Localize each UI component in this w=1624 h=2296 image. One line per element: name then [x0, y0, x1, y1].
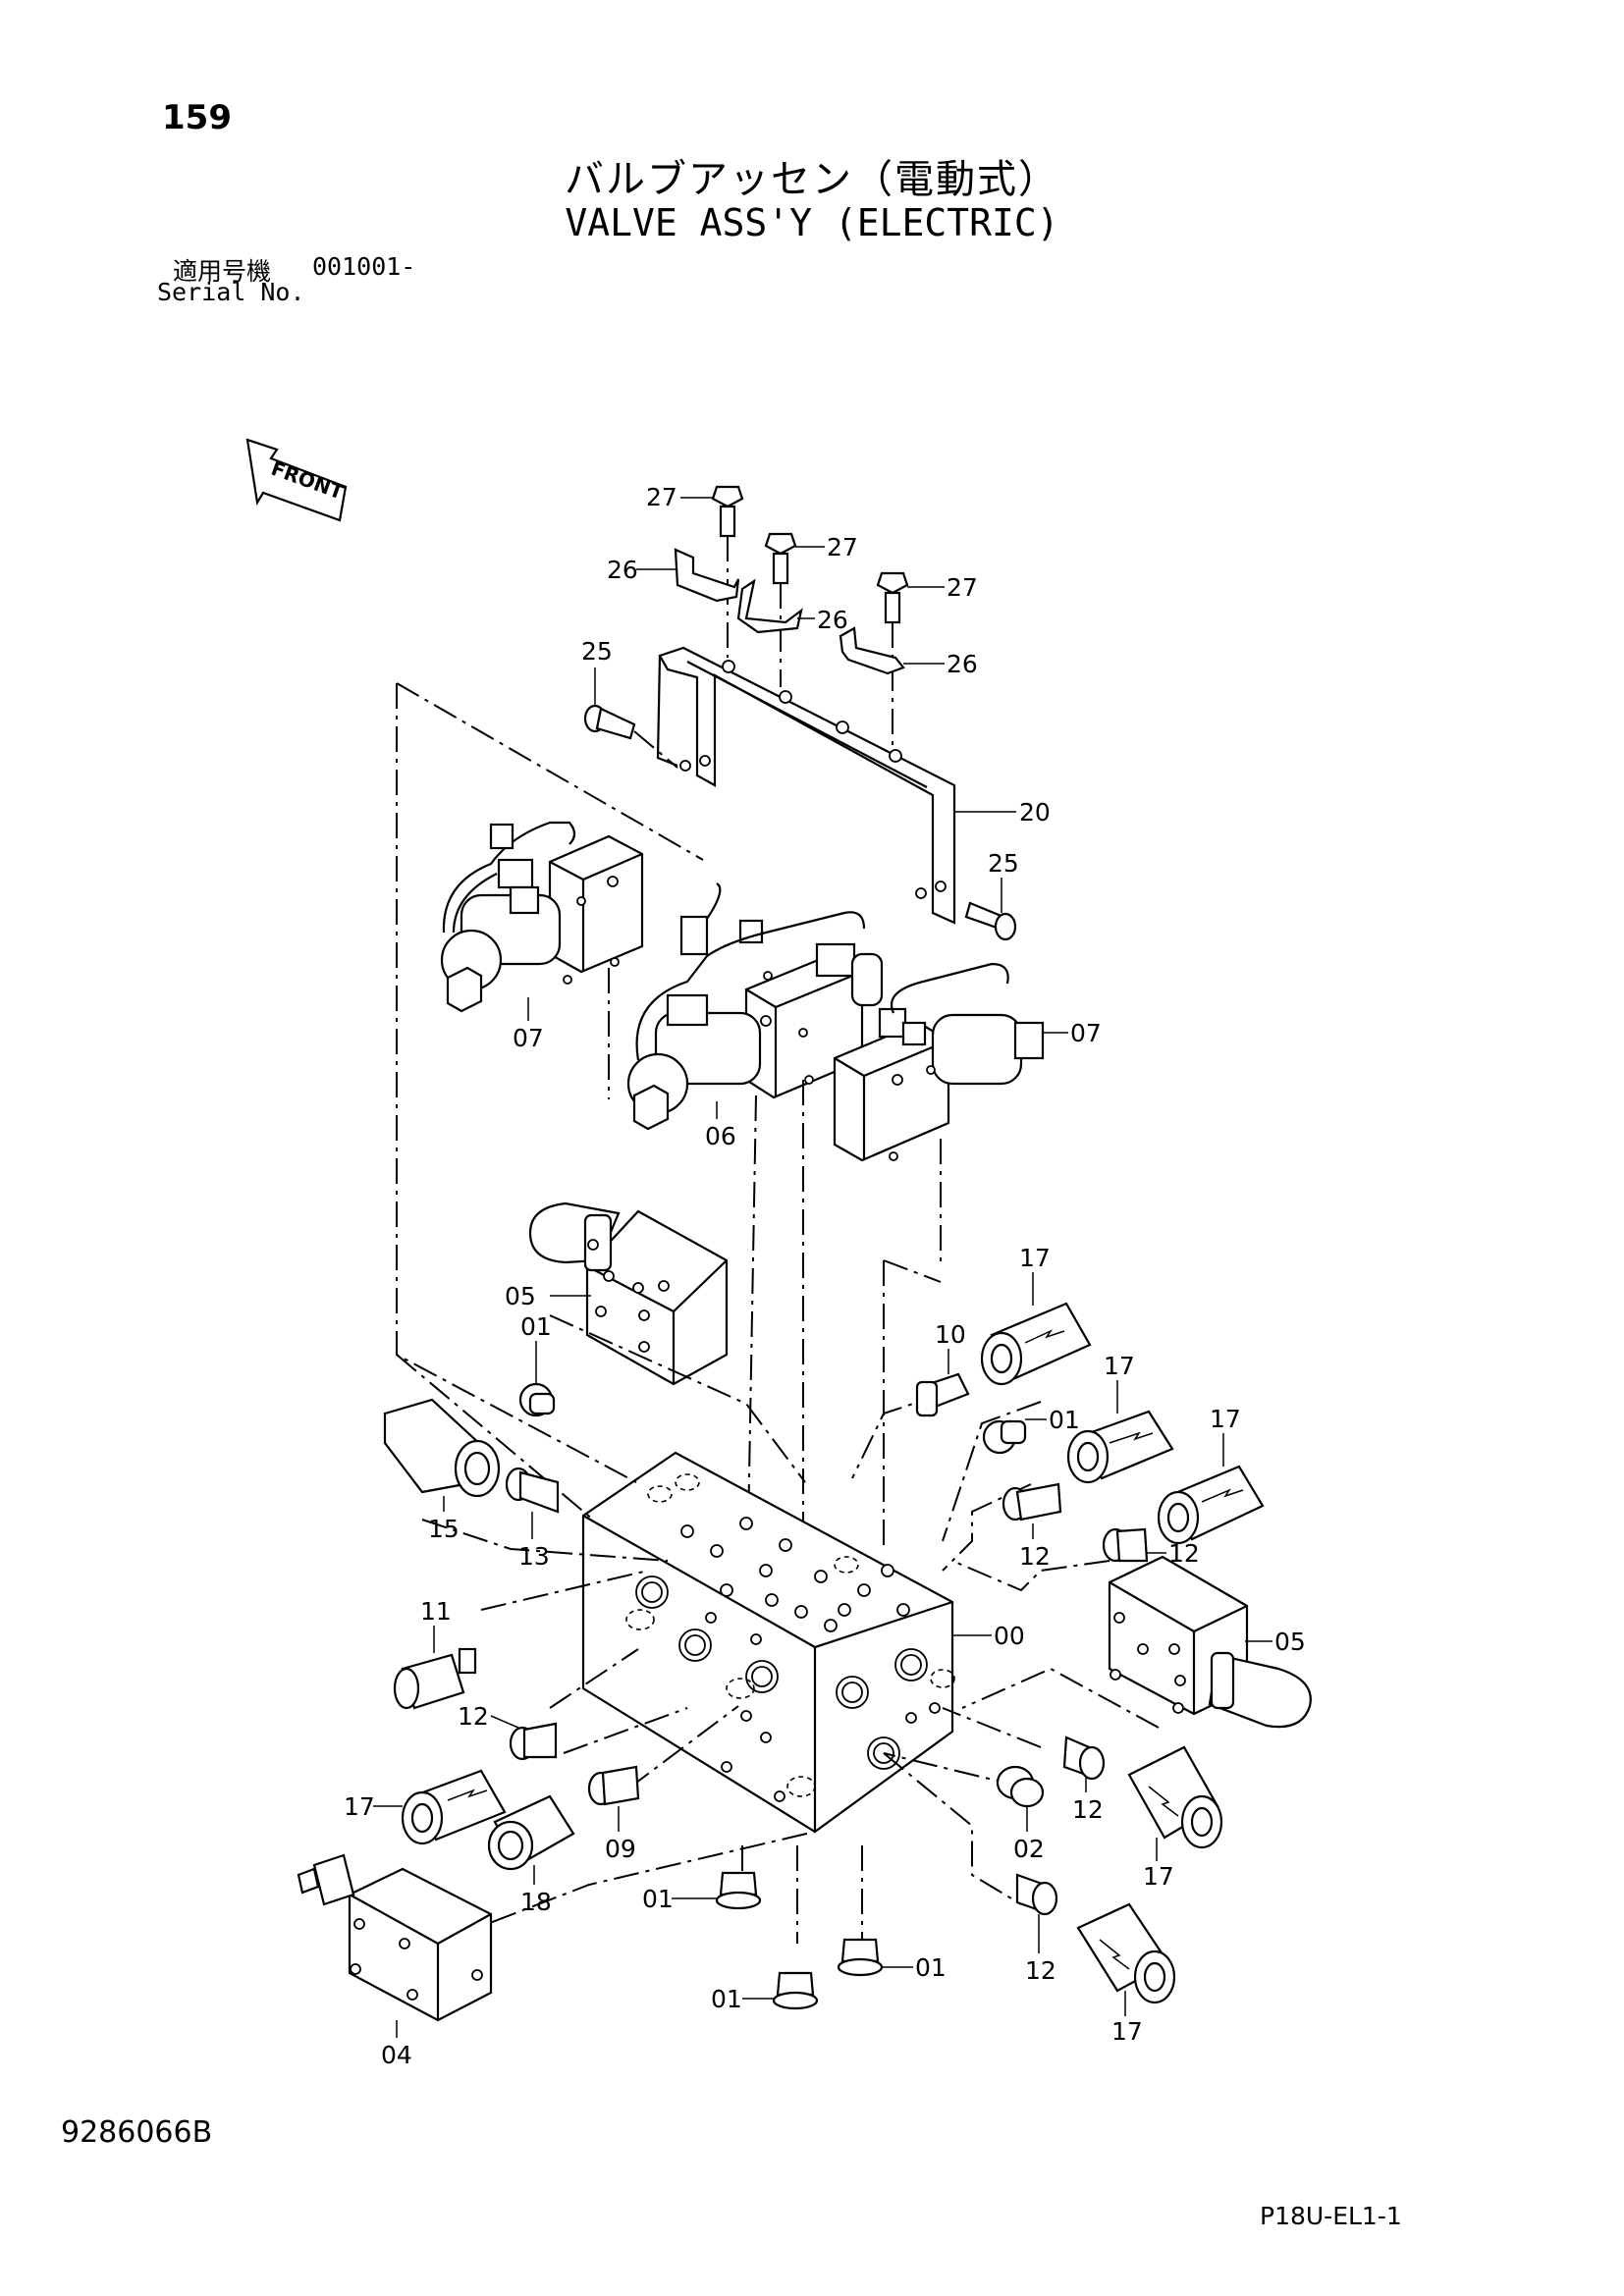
adapter-12-b — [1102, 1527, 1166, 1563]
plate-26-a — [636, 548, 740, 603]
label-part-04: 04 — [381, 2041, 412, 2069]
bolt-27-b — [764, 532, 825, 687]
page-title-english: VALVE ASS'Y (ELECTRIC) — [565, 201, 1059, 244]
check-valve-17-d — [373, 1769, 507, 1845]
label-part-25: 25 — [988, 849, 1019, 878]
adapter-12-a — [1001, 1482, 1062, 1539]
label-part-02: 02 — [1013, 1835, 1045, 1863]
label-part-26: 26 — [947, 650, 978, 678]
plug-01-lower-a — [672, 1871, 762, 1910]
label-part-05: 05 — [505, 1282, 536, 1310]
label-part-26: 26 — [817, 606, 848, 634]
adapter-10 — [915, 1349, 970, 1417]
bracket-20 — [656, 646, 1016, 925]
bolt-25-b — [964, 878, 1017, 941]
label-part-01: 01 — [642, 1885, 674, 1913]
label-part-06: 06 — [705, 1122, 736, 1150]
relief-valve-05-lower — [1108, 1555, 1312, 1729]
check-valve-17-c — [1157, 1433, 1265, 1545]
check-valve-17-b — [1066, 1380, 1174, 1484]
label-part-12: 12 — [1019, 1542, 1051, 1571]
adapter-11 — [393, 1626, 477, 1710]
label-part-11: 11 — [420, 1597, 452, 1626]
label-part-01: 01 — [1049, 1406, 1080, 1434]
plug-01-lower-c — [742, 1971, 819, 2010]
label-part-10: 10 — [935, 1320, 966, 1349]
serial-label-english: Serial No. — [157, 278, 305, 306]
label-part-15: 15 — [428, 1515, 460, 1543]
plug-01-upper — [518, 1341, 556, 1417]
label-part-27: 27 — [646, 483, 677, 511]
front-direction-arrow: FRONT — [245, 438, 347, 522]
plug-01-lower-b — [837, 1938, 913, 1977]
valve-block-00 — [581, 1451, 992, 1834]
label-part-12: 12 — [1072, 1795, 1104, 1824]
document-code: 9286066B — [61, 2115, 213, 2150]
adapter-12-c — [490, 1715, 558, 1761]
label-part-17: 17 — [1143, 1862, 1174, 1891]
solenoid-valve-07-left — [440, 821, 644, 1099]
adapter-12-d — [1062, 1735, 1106, 1792]
check-valve-15 — [383, 1398, 501, 1512]
check-valve-17-e — [1127, 1745, 1223, 1861]
label-part-12: 12 — [458, 1702, 489, 1731]
assembly-guide-lines — [396, 682, 1160, 1944]
label-part-12: 12 — [1025, 1956, 1056, 1985]
plate-26-c — [839, 626, 945, 675]
label-part-18: 18 — [520, 1888, 552, 1916]
front-label: FRONT — [268, 456, 347, 505]
page-title-japanese: バルブアッセン（電動式） — [565, 157, 1059, 202]
solenoid-valve-06 — [626, 882, 884, 1571]
label-part-01: 01 — [520, 1312, 552, 1341]
label-part-01: 01 — [915, 1953, 947, 1982]
label-part-17: 17 — [1019, 1244, 1051, 1272]
label-part-26: 26 — [607, 556, 638, 584]
page-code: P18U-EL1-1 — [1260, 2202, 1402, 2230]
adapter-09 — [587, 1765, 640, 1832]
label-part-25: 25 — [581, 637, 613, 666]
adapter-13 — [505, 1467, 560, 1539]
adapter-12-e — [1015, 1873, 1058, 1953]
label-part-17: 17 — [1111, 2017, 1143, 2046]
label-part-05: 05 — [1274, 1628, 1306, 1656]
label-part-17: 17 — [1210, 1405, 1241, 1433]
page-number: 159 — [162, 98, 232, 137]
label-part-00: 00 — [994, 1622, 1025, 1650]
serial-label-japanese: 適用号機 — [173, 257, 272, 286]
serial-number-value: 001001- — [312, 252, 416, 281]
label-part-09: 09 — [605, 1835, 636, 1863]
plate-26-b — [736, 578, 815, 634]
solenoid-valve-07-right — [833, 962, 1068, 1266]
bolt-25-a — [583, 667, 678, 769]
valve-04 — [297, 1853, 493, 2038]
check-valve-17-f — [1076, 1902, 1176, 2016]
label-part-27: 27 — [947, 573, 978, 602]
label-part-20: 20 — [1019, 798, 1051, 827]
plug-01-right — [982, 1418, 1047, 1455]
check-valve-17-a — [980, 1272, 1092, 1386]
check-valve-18 — [487, 1794, 575, 1885]
label-part-07: 07 — [1070, 1019, 1102, 1047]
label-part-13: 13 — [518, 1542, 550, 1571]
plug-02 — [996, 1765, 1045, 1832]
label-part-01: 01 — [711, 1985, 742, 2013]
label-part-17: 17 — [1104, 1352, 1135, 1380]
relief-valve-05-upper — [528, 1201, 729, 1386]
label-part-27: 27 — [827, 533, 858, 561]
label-part-07: 07 — [513, 1024, 544, 1052]
bolt-27-c — [876, 571, 945, 750]
label-part-12: 12 — [1168, 1539, 1200, 1568]
label-part-17: 17 — [344, 1792, 375, 1821]
